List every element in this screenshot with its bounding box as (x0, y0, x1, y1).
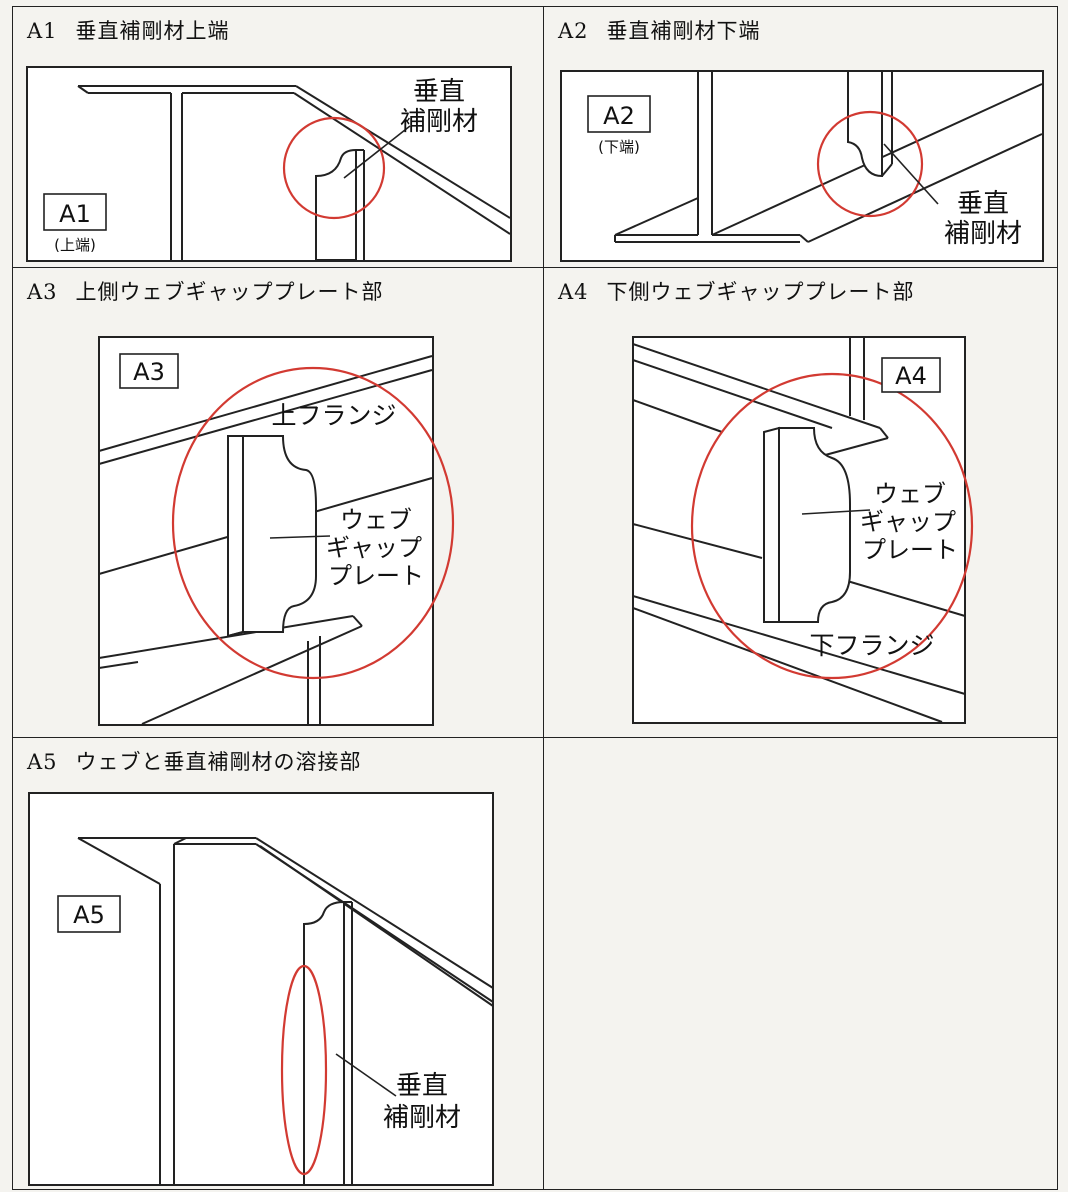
a1-tag-sub: (上端) (54, 236, 96, 254)
a3-callout-line2: ギャップ (326, 534, 422, 562)
a3-tag: A3 (133, 358, 165, 386)
a2-callout-line1: 垂直 (957, 189, 1009, 219)
a5-callout-line2: 補剛材 (383, 1103, 461, 1133)
panel-empty (544, 738, 1058, 1190)
a1-callout-line2: 補剛材 (400, 107, 478, 137)
panel-a2-figure: 垂直 補剛材 A2 (下端) (560, 70, 1044, 262)
a1-tag: A1 (59, 200, 91, 228)
panel-a5-figure: 垂直 補剛材 A5 (28, 792, 494, 1186)
a2-tag-sub: (下端) (598, 138, 640, 156)
a5-tag: A5 (73, 901, 105, 929)
a4-callout-line3: プレート (862, 536, 958, 564)
a4-callout-line2: ギャップ (860, 508, 956, 536)
panel-a4-figure: ウェブ ギャップ プレート 下フランジ A4 (632, 336, 974, 724)
panel-a1-figure: 垂直 補剛材 A1 (上端) (26, 66, 512, 262)
a3-callout-line3: プレート (328, 562, 424, 590)
a1-callout-line1: 垂直 (413, 77, 465, 107)
panel-a3-figure: 上フランジ ウェブ ギャップ プレート A3 (98, 336, 455, 726)
a2-callout-line2: 補剛材 (944, 219, 1022, 249)
a4-tag: A4 (895, 362, 927, 390)
a2-tag: A2 (603, 102, 635, 130)
a4-callout-flange: 下フランジ (809, 631, 934, 660)
a4-callout-line1: ウェブ (874, 480, 946, 508)
a3-callout-line1: ウェブ (340, 506, 412, 534)
a3-callout-flange: 上フランジ (271, 401, 396, 430)
a5-callout-line1: 垂直 (396, 1071, 448, 1101)
